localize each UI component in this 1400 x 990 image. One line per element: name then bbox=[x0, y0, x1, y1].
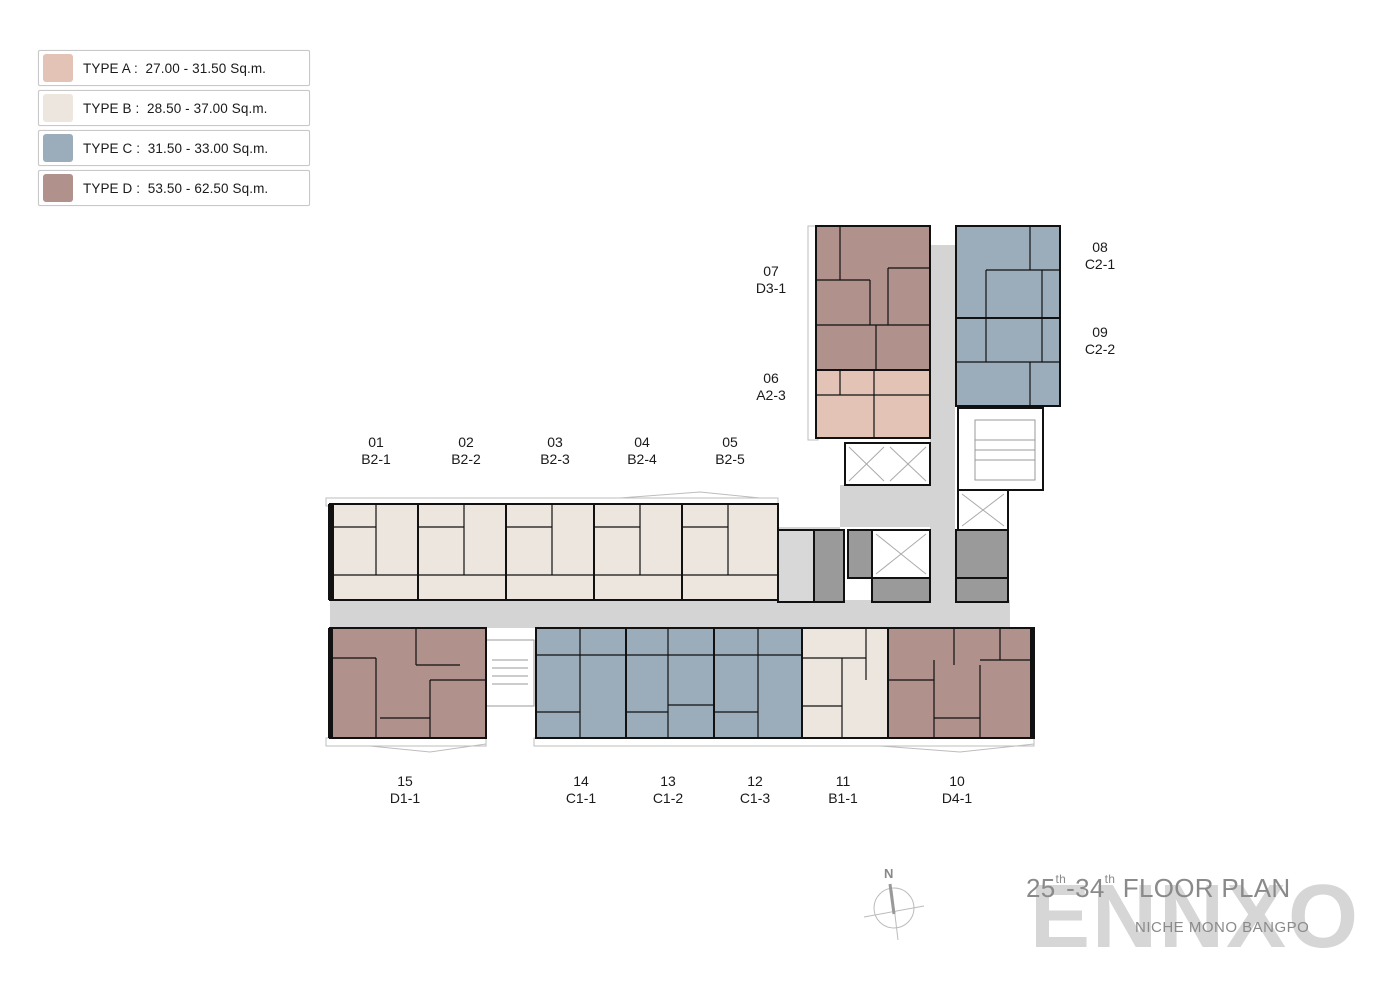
legend-item-type-c: TYPE C : 31.50 - 33.00 Sq.m. bbox=[38, 130, 310, 166]
project-name: NICHE MONO BANGPO bbox=[1135, 919, 1310, 936]
compass-north-label: N bbox=[884, 866, 893, 881]
legend-label: TYPE B : 28.50 - 37.00 Sq.m. bbox=[83, 100, 268, 116]
legend-label: TYPE A : 27.00 - 31.50 Sq.m. bbox=[83, 60, 267, 76]
bottom-thick-walls bbox=[328, 628, 1035, 738]
elevator-crosses bbox=[848, 446, 1005, 575]
legend: TYPE A : 27.00 - 31.50 Sq.m. TYPE B : 28… bbox=[38, 50, 310, 210]
floor-plan-title: 25th-34th FLOOR PLAN bbox=[1026, 872, 1291, 903]
type-c-swatch bbox=[43, 134, 73, 162]
units-top-row bbox=[329, 503, 779, 601]
legend-label: TYPE D : 53.50 - 62.50 Sq.m. bbox=[83, 180, 269, 196]
bottom-inner-walls bbox=[330, 628, 1034, 738]
type-d-swatch bbox=[43, 174, 73, 202]
legend-item-type-b: TYPE B : 28.50 - 37.00 Sq.m. bbox=[38, 90, 310, 126]
type-b-swatch bbox=[43, 94, 73, 122]
stair-lines bbox=[485, 419, 1036, 707]
top-thick-walls bbox=[328, 504, 334, 600]
units-north-wing bbox=[815, 225, 1061, 439]
type-a-swatch bbox=[43, 54, 73, 82]
unit-inner-walls bbox=[330, 504, 778, 576]
legend-label: TYPE C : 31.50 - 33.00 Sq.m. bbox=[83, 140, 269, 156]
units-bottom-row bbox=[329, 627, 1035, 739]
north-inner-walls bbox=[816, 226, 1060, 438]
corridors bbox=[330, 245, 1010, 628]
legend-item-type-d: TYPE D : 53.50 - 62.50 Sq.m. bbox=[38, 170, 310, 206]
watermark: ENNXO bbox=[1030, 867, 1361, 967]
service-core bbox=[777, 407, 1044, 603]
north-compass-icon: N bbox=[863, 866, 925, 941]
legend-item-type-a: TYPE A : 27.00 - 31.50 Sq.m. bbox=[38, 50, 310, 86]
